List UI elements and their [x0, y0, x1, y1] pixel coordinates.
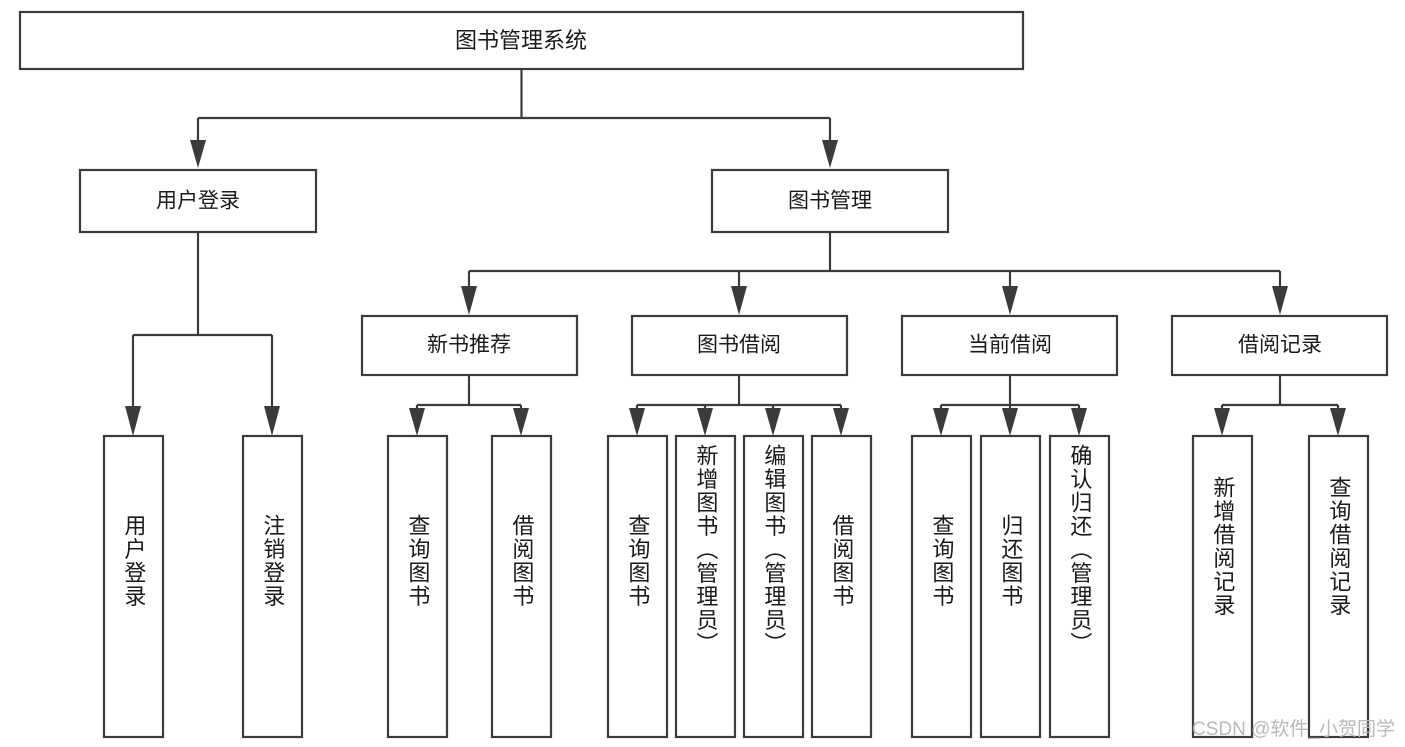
- node-book-management[interactable]: 图书管理: [710, 168, 950, 234]
- node-new-book-recommend[interactable]: 新书推荐: [360, 314, 579, 377]
- leaf-boxes: [102, 434, 1370, 739]
- node-box-leaf-logout-login[interactable]: [241, 434, 304, 739]
- arrow-head-leaf-query-book-1: [409, 408, 425, 436]
- node-box-leaf-query-book-3[interactable]: [910, 434, 973, 739]
- node-book-borrow[interactable]: 图书借阅: [630, 314, 849, 377]
- node-user-login[interactable]: 用户登录: [78, 168, 318, 234]
- arrow-head-book-borrow: [731, 286, 747, 315]
- arrow-head-leaf-confirm-return: [1071, 408, 1087, 436]
- arrow-head-leaf-query-book-2: [629, 408, 645, 436]
- arrow-head-leaf-user-login: [125, 406, 141, 436]
- node-box-leaf-confirm-return[interactable]: [1048, 434, 1111, 739]
- arrow-head-leaf-logout-login: [264, 406, 280, 436]
- node-title[interactable]: 图书管理系统: [18, 10, 1025, 71]
- node-box-leaf-add-record[interactable]: [1191, 434, 1254, 739]
- node-label-current-borrow: 当前借阅: [968, 334, 1052, 357]
- node-box-book-management[interactable]: [710, 168, 950, 234]
- node-box-book-borrow[interactable]: [630, 314, 849, 377]
- connectors-new-book-recommend-branch: [409, 375, 529, 436]
- node-borrow-record[interactable]: 借阅记录: [1170, 314, 1389, 377]
- node-box-leaf-add-book[interactable]: [674, 434, 737, 739]
- arrow-head-leaf-query-book-3: [933, 408, 949, 436]
- node-label-book-management: 图书管理: [788, 190, 872, 213]
- arrow-head-leaf-query-record: [1330, 408, 1346, 436]
- connectors-book-management-branch: [461, 232, 1288, 315]
- arrow-head-book-management: [822, 140, 838, 168]
- node-label-book-borrow: 图书借阅: [697, 334, 781, 357]
- connectors-current-borrow-branch: [933, 375, 1087, 436]
- node-box-user-login[interactable]: [78, 168, 318, 234]
- connectors-level1: [190, 69, 838, 168]
- connectors-book-borrow-branch: [629, 375, 849, 436]
- arrow-head-leaf-edit-book: [765, 408, 781, 436]
- node-box-leaf-user-login[interactable]: [102, 434, 165, 739]
- node-label-title: 图书管理系统: [455, 28, 587, 53]
- node-box-leaf-query-book-2[interactable]: [606, 434, 669, 739]
- arrow-head-leaf-borrow-book-1: [513, 408, 529, 436]
- node-current-borrow[interactable]: 当前借阅: [900, 314, 1119, 377]
- node-box-leaf-borrow-book-2[interactable]: [810, 434, 873, 739]
- node-box-leaf-edit-book[interactable]: [742, 434, 805, 739]
- node-label-user-login: 用户登录: [156, 190, 240, 213]
- arrow-head-leaf-add-record: [1214, 408, 1230, 436]
- node-box-leaf-return-book[interactable]: [979, 434, 1042, 739]
- connectors-borrow-record-branch: [1214, 375, 1346, 436]
- node-label-new-book-recommend: 新书推荐: [427, 334, 511, 357]
- node-box-current-borrow[interactable]: [900, 314, 1119, 377]
- arrow-head-leaf-return-book: [1002, 408, 1018, 436]
- arrow-head-user-login: [190, 140, 206, 168]
- arrow-head-new-book-recommend: [461, 286, 477, 315]
- node-box-borrow-record[interactable]: [1170, 314, 1389, 377]
- arrow-head-borrow-record: [1272, 286, 1288, 315]
- node-box-title[interactable]: [18, 10, 1025, 71]
- node-box-leaf-borrow-book-1[interactable]: [490, 434, 553, 739]
- node-box-leaf-query-record[interactable]: [1307, 434, 1370, 739]
- arrow-head-current-borrow: [1002, 286, 1018, 315]
- node-box-new-book-recommend[interactable]: [360, 314, 579, 377]
- node-box-leaf-query-book-1[interactable]: [386, 434, 449, 739]
- node-label-borrow-record: 借阅记录: [1238, 334, 1322, 357]
- arrow-head-leaf-add-book: [697, 408, 713, 436]
- arrow-head-leaf-borrow-book-2: [833, 408, 849, 436]
- connectors-user-login-branch: [125, 232, 280, 436]
